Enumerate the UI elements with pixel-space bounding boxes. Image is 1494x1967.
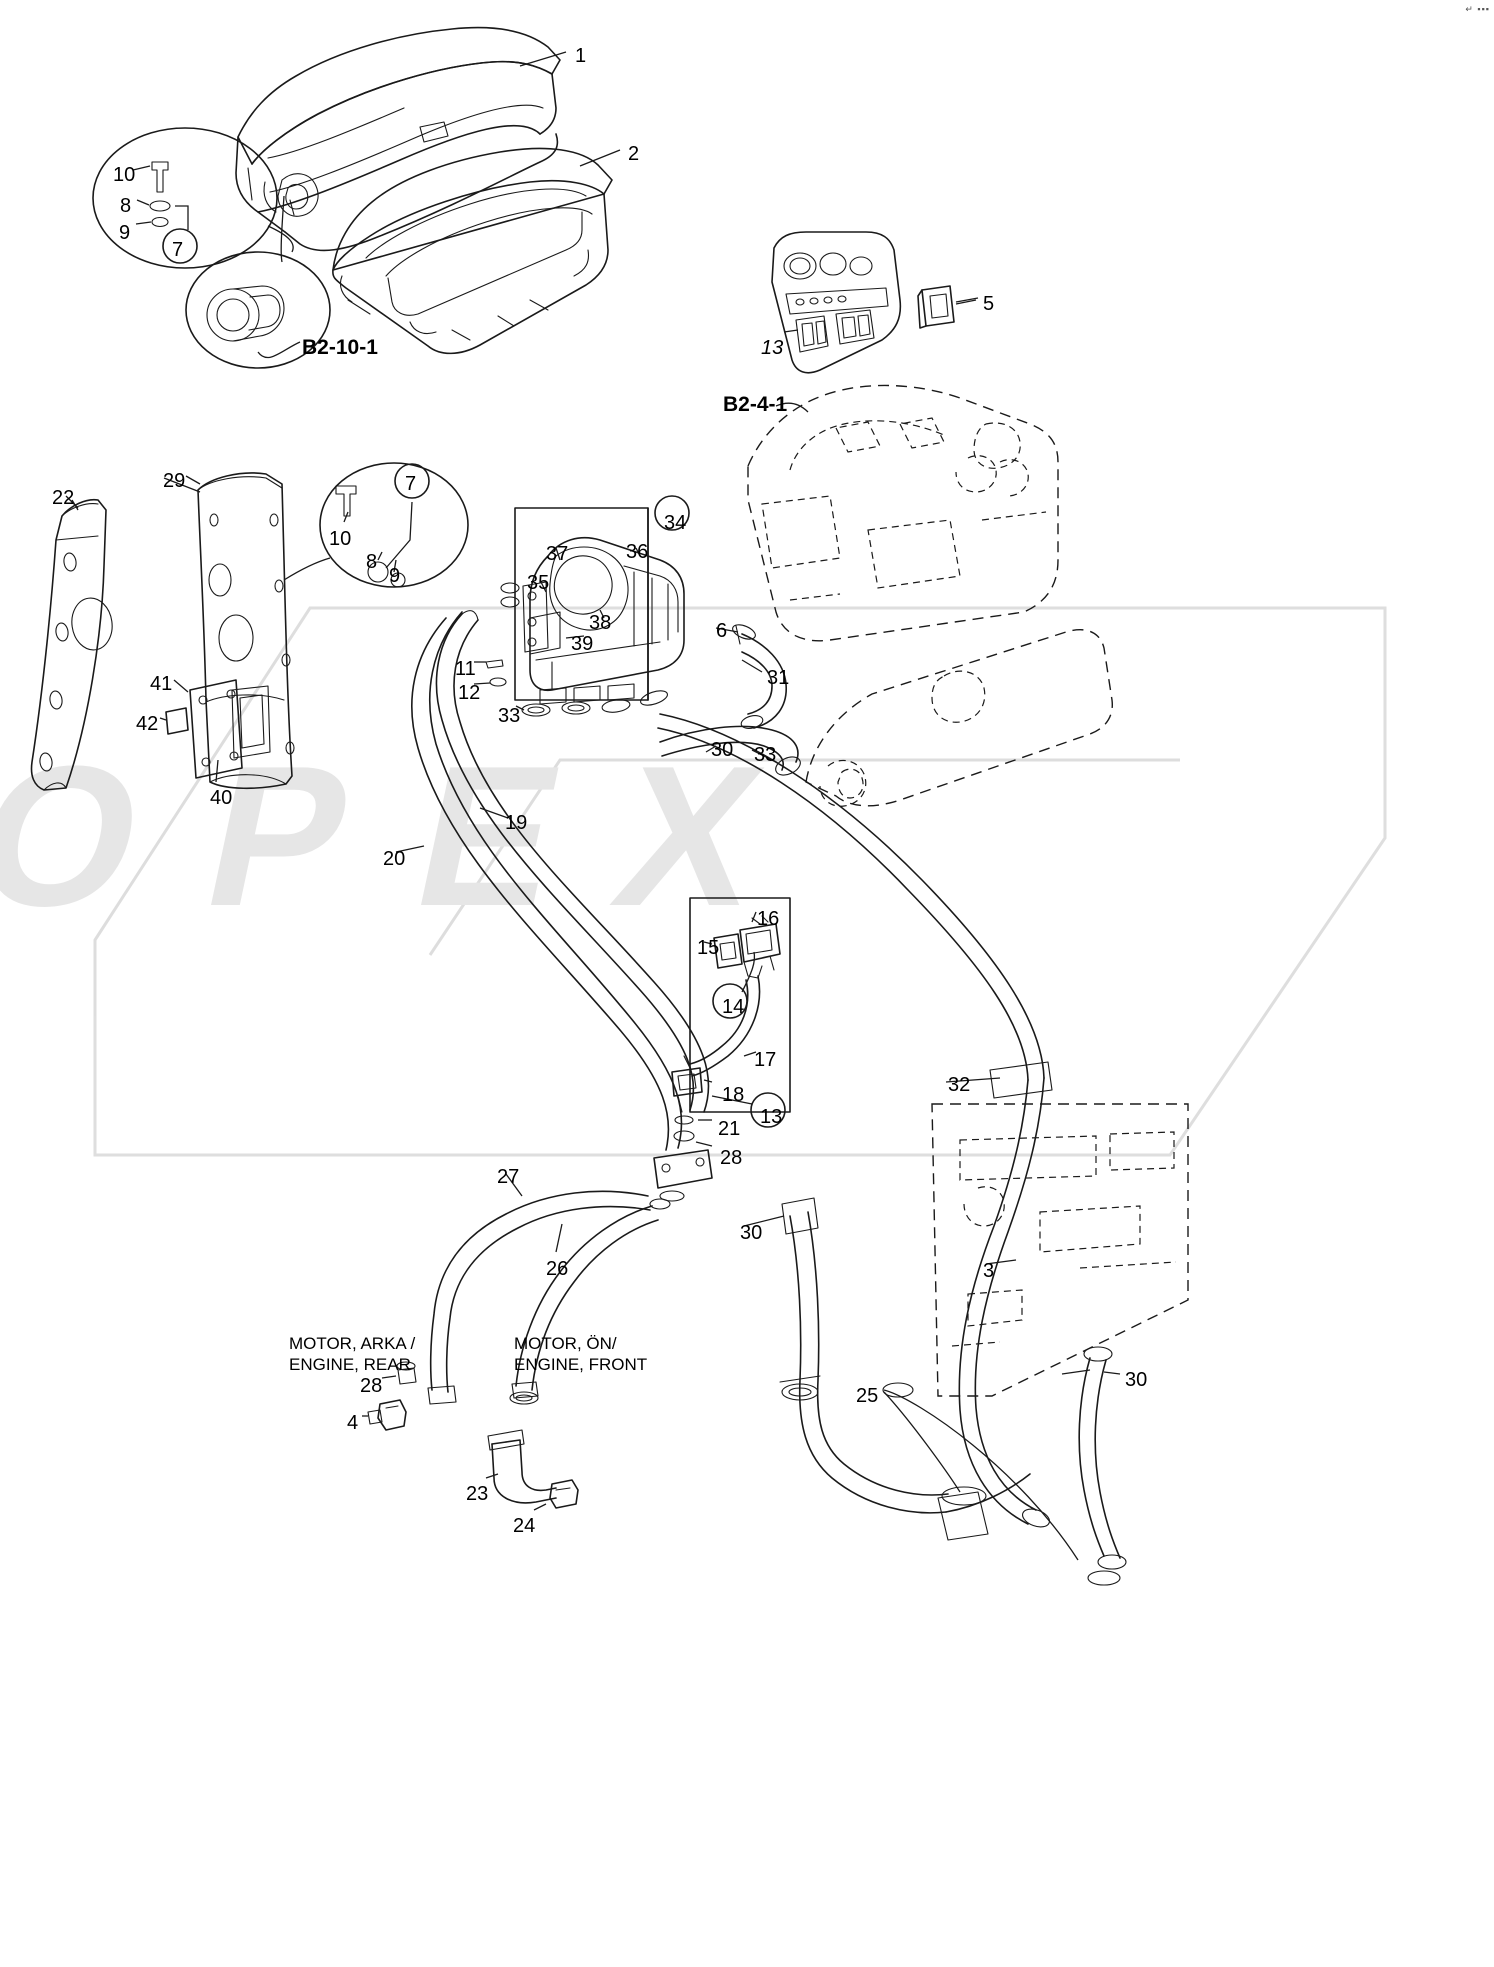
- callout-number: 23: [466, 1483, 489, 1505]
- callout-number: 11: [455, 658, 476, 680]
- callout-number: 6: [716, 620, 728, 642]
- callout-number: 7: [172, 239, 184, 261]
- callout-number: 2: [628, 143, 640, 165]
- callout-number: 7: [405, 473, 417, 495]
- callout-number: 10: [113, 164, 136, 186]
- callout-number: 34: [664, 512, 687, 534]
- callout-number: 24: [513, 1515, 536, 1537]
- part-40-bracket: [159, 679, 243, 783]
- detail-bubble-speaker: [185, 195, 331, 369]
- callout-number: 30: [711, 739, 734, 761]
- callout-number: 18: [722, 1084, 745, 1106]
- callout-number: 36: [626, 541, 649, 563]
- annotation-line: MOTOR, ARKA /: [289, 1334, 416, 1353]
- callout-number: 20: [383, 848, 406, 870]
- callout-number: 41: [150, 673, 173, 695]
- note-engine-rear: MOTOR, ARKA / ENGINE, REAR: [289, 1333, 415, 1376]
- callout-number: 37: [546, 543, 569, 565]
- callout-number: 30: [740, 1222, 763, 1244]
- part-4-fitting: [362, 1361, 579, 1511]
- callout-number: 27: [497, 1166, 520, 1188]
- callout-number: 9: [389, 565, 401, 587]
- callout-number: 32: [948, 1074, 971, 1096]
- callout-number: 21: [718, 1118, 741, 1140]
- callout-number: 40: [210, 787, 233, 809]
- leader-lines: [65, 51, 1121, 1375]
- svg-text:E: E: [399, 724, 580, 947]
- callout-number: 28: [720, 1147, 743, 1169]
- part-5-switch: [917, 285, 977, 329]
- annotation-line: MOTOR, ÖN/: [514, 1334, 617, 1353]
- callout-number: 25: [856, 1385, 879, 1407]
- callout-number: 10: [329, 528, 352, 550]
- callout-number: 19: [505, 812, 528, 834]
- corner-mark: ↵ ▪▪▪: [1465, 4, 1490, 14]
- callout-number: 4: [347, 1412, 359, 1434]
- annotation-line: ENGINE, FRONT: [514, 1355, 648, 1375]
- part-2-panel: [332, 147, 613, 355]
- callout-number: 14: [722, 996, 745, 1018]
- callout-number: 42: [136, 713, 159, 735]
- callout-number: 5: [983, 293, 995, 315]
- detail-bubble-fasteners-pillar: [319, 462, 469, 588]
- callout-number: 8: [120, 195, 132, 217]
- callout-number: 3: [983, 1260, 995, 1282]
- reference-b2-10-1: B2-10-1: [302, 336, 378, 359]
- dash-panel-b2-4-1: [747, 384, 1059, 642]
- callout-number: 26: [546, 1258, 569, 1280]
- callout-number: 33: [498, 705, 521, 727]
- svg-text:O: O: [0, 724, 162, 947]
- callout-number: 30: [1125, 1369, 1148, 1391]
- svg-text:X: X: [599, 724, 780, 947]
- dash-rail-right: [805, 629, 1113, 807]
- part-13-instrument-cluster: [771, 231, 902, 374]
- callout-number: 12: [458, 682, 481, 704]
- part-34-heater-assembly: [473, 495, 690, 717]
- callout-number: 22: [52, 487, 75, 509]
- callout-number: 1: [575, 45, 587, 67]
- reference-b2-4-1: B2-4-1: [723, 393, 788, 416]
- part-29-pillar-trim: [185, 472, 331, 790]
- svg-text:P: P: [189, 724, 370, 947]
- callout-number: 28: [360, 1375, 383, 1397]
- callout-number: 8: [366, 551, 378, 573]
- annotation-line: ENGINE, REAR: [289, 1355, 411, 1375]
- callout-number: 17: [754, 1049, 777, 1071]
- callout-number: 13: [761, 337, 784, 359]
- detail-bubble-fasteners-top: [92, 127, 294, 269]
- callout-number: 16: [757, 908, 780, 930]
- callout-number: 31: [767, 667, 790, 689]
- callout-number: 29: [163, 470, 186, 492]
- hoses: [411, 610, 1127, 1586]
- dash-floor-plate: [931, 1103, 1189, 1397]
- callout-number: 38: [589, 612, 612, 634]
- callout-number: 13: [760, 1106, 783, 1128]
- callout-number: 33: [754, 744, 777, 766]
- watermark: O P E X: [0, 606, 1387, 1157]
- callout-number: 35: [527, 572, 550, 594]
- callout-number: 39: [571, 633, 594, 655]
- note-engine-front: MOTOR, ÖN/ENGINE, FRONT: [514, 1333, 647, 1376]
- callout-number: 15: [697, 937, 720, 959]
- callout-number: 9: [119, 222, 131, 244]
- part-16-valve-assembly: [649, 897, 791, 1210]
- part-1-headliner: [235, 26, 561, 252]
